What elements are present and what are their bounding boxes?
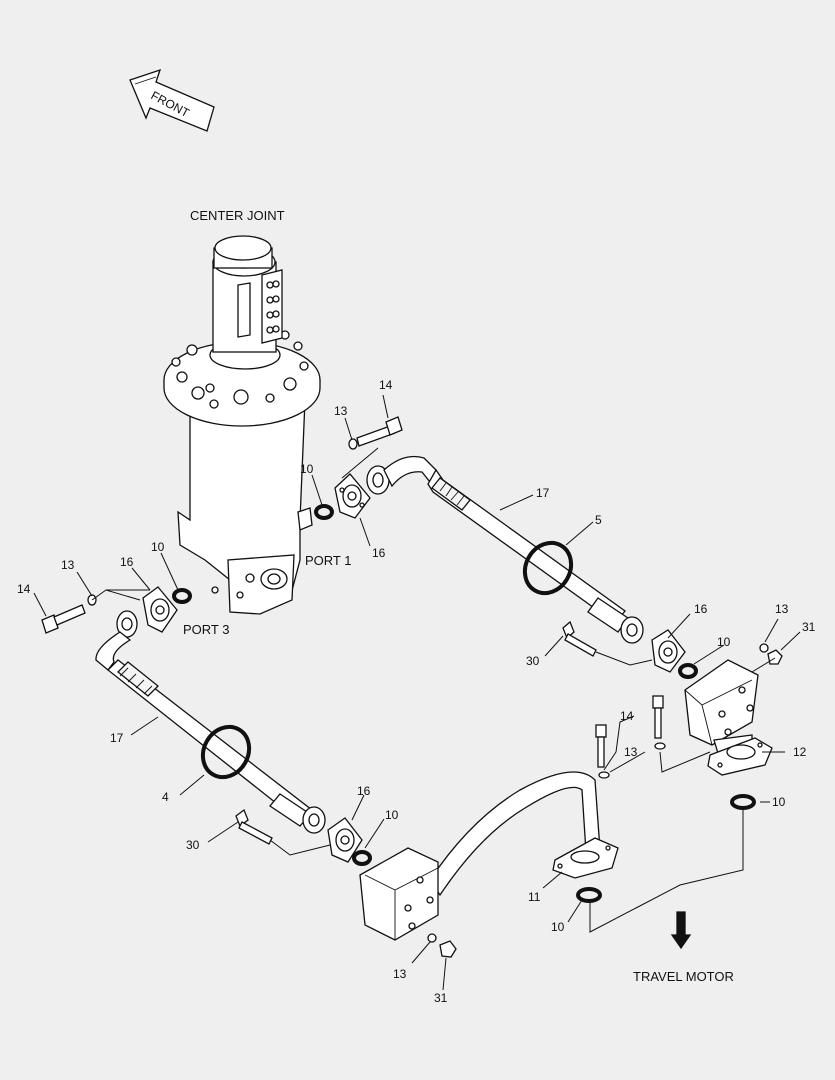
washer-13-right-b: [598, 771, 610, 779]
callout-16: 16: [694, 602, 708, 616]
callout-30: 30: [186, 838, 200, 852]
callout-4: 4: [162, 790, 169, 804]
callout-13: 13: [393, 967, 407, 981]
callout-5: 5: [595, 513, 602, 527]
flange-16-upper: [334, 473, 371, 519]
callout-11: 11: [528, 890, 541, 904]
nut-31-right: [767, 649, 783, 665]
travel-motor-arrow: [670, 911, 692, 950]
callout-17: 17: [110, 731, 124, 745]
clamp-5: [522, 540, 574, 596]
front-arrow: FRONT: [129, 68, 215, 132]
callouts: 14 13 10 16 17 5 13 14 16 10 16 30 10 13…: [17, 378, 816, 1005]
callout-10: 10: [551, 920, 565, 934]
oring-10-motor-right: [730, 794, 756, 810]
callout-13: 13: [334, 404, 348, 418]
bolt-14-right-b: [595, 724, 607, 768]
callout-13: 13: [775, 602, 789, 616]
callout-30: 30: [526, 654, 540, 668]
bolt-30-lower: [235, 808, 273, 845]
hose-17-lower: [95, 610, 326, 834]
washer-13-lower: [427, 933, 437, 943]
oring-10-motor-left: [576, 887, 602, 903]
flange-16-lower: [327, 817, 363, 863]
travel-motor-label: TRAVEL MOTOR: [633, 969, 734, 984]
oring-10-left: [172, 588, 192, 604]
callout-16: 16: [120, 555, 134, 569]
callout-14: 14: [17, 582, 31, 596]
washer-13-right: [759, 643, 769, 653]
center-joint-label: CENTER JOINT: [190, 208, 285, 223]
callout-10: 10: [772, 795, 786, 809]
callout-10: 10: [385, 808, 399, 822]
tube-11: [359, 771, 619, 941]
bolt-14-left: [41, 604, 86, 634]
hose-17-upper: [366, 455, 644, 644]
oring-10-lower: [352, 850, 372, 866]
port-1-label: PORT 1: [305, 553, 351, 568]
port-3-label: PORT 3: [183, 622, 229, 637]
callout-10: 10: [300, 462, 314, 476]
nut-31-lower: [439, 940, 457, 958]
leader-lines: [33, 394, 801, 991]
washer-13-right-a: [654, 742, 666, 750]
callout-16: 16: [357, 784, 371, 798]
bolt-14-upper: [356, 416, 403, 447]
clamp-4: [200, 724, 252, 780]
oring-10-right: [678, 663, 698, 679]
callout-31: 31: [802, 620, 816, 634]
callout-10: 10: [717, 635, 731, 649]
callout-13: 13: [61, 558, 75, 572]
oring-10-upper: [314, 504, 334, 520]
center-joint: [163, 235, 321, 615]
callout-12: 12: [793, 745, 807, 759]
washer-13-upper: [348, 438, 358, 450]
elbow-block-12: [684, 659, 773, 776]
callout-14: 14: [620, 709, 634, 723]
bolt-14-right-a: [652, 695, 664, 739]
callout-16: 16: [372, 546, 386, 560]
callout-10: 10: [151, 540, 165, 554]
flange-16-right: [651, 629, 686, 673]
flange-16-left: [142, 586, 178, 633]
callout-14: 14: [379, 378, 393, 392]
callout-17: 17: [536, 486, 550, 500]
callout-13: 13: [624, 745, 638, 759]
bolt-30-right: [562, 620, 597, 657]
callout-31: 31: [434, 991, 448, 1005]
